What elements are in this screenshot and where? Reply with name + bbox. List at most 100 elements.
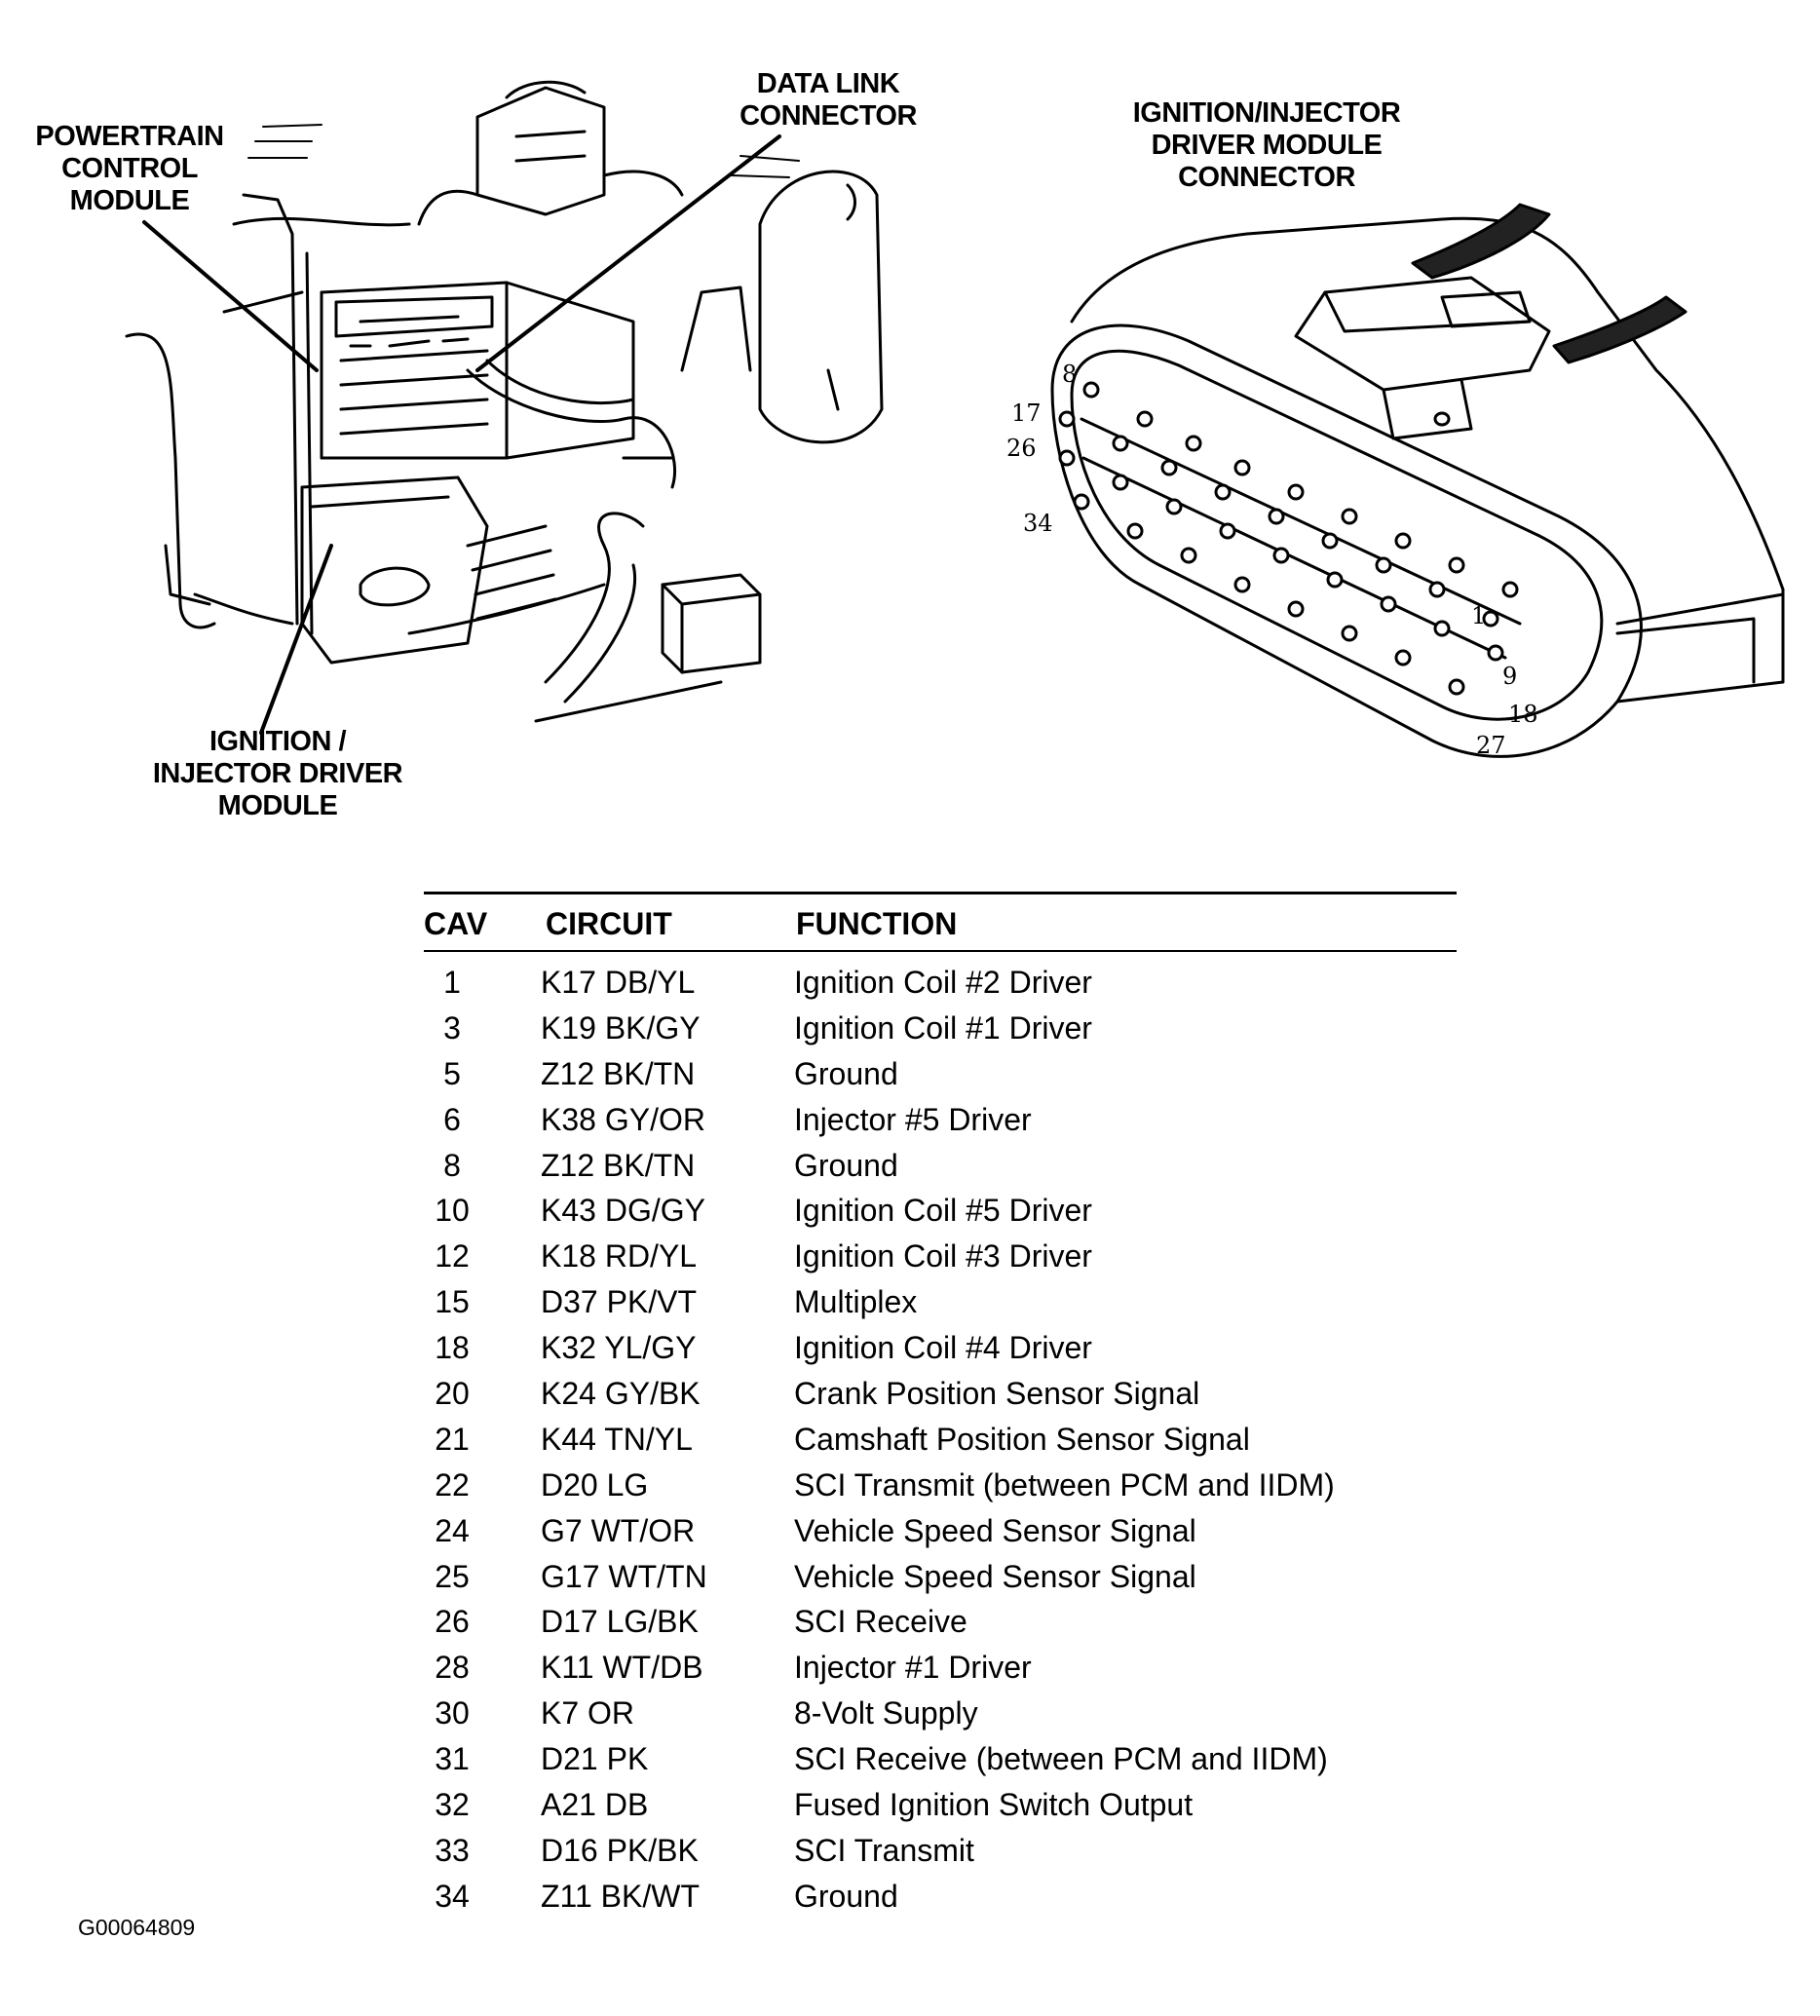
cav-cell: 8	[443, 1147, 461, 1183]
table-row: 34 Z11 BK/WT Ground	[424, 1874, 1457, 1920]
function-cell: SCI Transmit (between PCM and IIDM)	[794, 1466, 1335, 1502]
function-cell: Ground	[794, 1055, 898, 1091]
cav-cell: 30	[435, 1695, 470, 1731]
iidm-connector-drawing	[1050, 203, 1785, 758]
table-header: CAV CIRCUIT FUNCTION	[424, 906, 1457, 945]
cav-cell: 26	[435, 1604, 470, 1640]
cav-cell: 18	[435, 1330, 470, 1366]
pin-number: 27	[1476, 732, 1506, 759]
pin-number: 1	[1471, 602, 1486, 629]
circuit-cell: D21 PK	[541, 1741, 649, 1777]
table-top-rule	[424, 892, 1457, 894]
pcm-leader-line	[142, 220, 319, 372]
circuit-cell: D17 LG/BK	[541, 1604, 699, 1640]
circuit-cell: K19 BK/GY	[541, 1009, 701, 1046]
circuit-cell: Z12 BK/TN	[541, 1147, 696, 1183]
iidm-connector-label-line: IGNITION/INJECTOR	[1132, 97, 1401, 129]
function-cell: Multiplex	[794, 1284, 918, 1320]
cav-cell: 12	[435, 1238, 470, 1274]
figure-id: G00064809	[78, 1915, 196, 1940]
function-cell: Ignition Coil #4 Driver	[794, 1330, 1092, 1366]
cav-cell: 20	[435, 1376, 470, 1412]
circuit-cell: D37 PK/VT	[541, 1284, 698, 1320]
table-row: 30 K7 OR 8-Volt Supply	[424, 1691, 1457, 1736]
iidm-leader-line	[259, 544, 333, 735]
table-row: 18 K32 YL/GY Ignition Coil #4 Driver	[424, 1325, 1457, 1371]
function-cell: Ignition Coil #3 Driver	[794, 1238, 1092, 1274]
iidm-label-line: IGNITION /	[209, 726, 347, 757]
table-row: 3 K19 BK/GY Ignition Coil #1 Driver	[424, 1006, 1457, 1051]
dlc-leader-line	[475, 134, 781, 372]
pin-number: 17	[1011, 399, 1042, 427]
circuit-cell: D20 LG	[541, 1466, 649, 1502]
circuit-cell: K24 GY/BK	[541, 1376, 701, 1412]
function-cell: Ground	[794, 1147, 898, 1183]
pin-number: 18	[1508, 701, 1538, 728]
circuit-cell: K38 GY/OR	[541, 1101, 705, 1137]
circuit-cell: G7 WT/OR	[541, 1512, 696, 1548]
dlc-label-line: CONNECTOR	[739, 100, 917, 132]
pcm-label-line: POWERTRAIN	[35, 121, 224, 152]
table-row: 22 D20 LG SCI Transmit (between PCM and II…	[424, 1463, 1457, 1508]
iidm-label-line: MODULE	[217, 790, 338, 821]
function-cell: 8-Volt Supply	[794, 1695, 978, 1731]
circuit-cell: K43 DG/GY	[541, 1193, 705, 1229]
function-cell: Ignition Coil #2 Driver	[794, 965, 1092, 1000]
cav-cell: 34	[435, 1878, 470, 1914]
circuit-cell: G17 WT/TN	[541, 1558, 707, 1594]
cav-cell: 32	[435, 1787, 470, 1823]
function-cell: SCI Receive	[794, 1604, 967, 1640]
pin-number: 8	[1062, 361, 1077, 388]
table-header-rule	[424, 950, 1457, 952]
circuit-cell: Z11 BK/WT	[541, 1878, 700, 1914]
cav-cell: 22	[435, 1466, 470, 1502]
function-cell: Vehicle Speed Sensor Signal	[794, 1558, 1196, 1594]
cav-cell: 10	[435, 1193, 470, 1229]
function-cell: Camshaft Position Sensor Signal	[794, 1421, 1250, 1457]
table-row: 26 D17 LG/BK SCI Receive	[424, 1599, 1457, 1645]
pin-number: 34	[1023, 510, 1053, 537]
function-cell: Injector #5 Driver	[794, 1101, 1032, 1137]
cav-cell: 31	[435, 1741, 470, 1777]
circuit-cell: K32 YL/GY	[541, 1330, 697, 1366]
header-cav: CAV	[424, 906, 488, 941]
cav-cell: 5	[443, 1055, 461, 1091]
circuit-cell: K7 OR	[541, 1695, 635, 1731]
cav-cell: 24	[435, 1512, 470, 1548]
function-cell: Crank Position Sensor Signal	[794, 1376, 1200, 1412]
pcm-label-line: MODULE	[69, 185, 190, 216]
cav-cell: 33	[435, 1832, 470, 1868]
function-cell: Ignition Coil #5 Driver	[794, 1193, 1092, 1229]
cav-cell: 15	[435, 1284, 470, 1320]
function-cell: Fused Ignition Switch Output	[794, 1787, 1194, 1823]
function-cell: SCI Transmit	[794, 1832, 974, 1868]
circuit-cell: K11 WT/DB	[541, 1650, 703, 1686]
illustration: 8 17 26 34 1 9 18 27	[125, 80, 1785, 759]
engine-compartment-drawing	[125, 80, 884, 723]
cav-cell: 6	[443, 1101, 461, 1137]
header-function: FUNCTION	[796, 906, 958, 941]
iidm-connector-label-line: DRIVER MODULE	[1151, 130, 1383, 161]
table-row: 6 K38 GY/OR Injector #5 Driver	[424, 1097, 1457, 1143]
circuit-cell: K18 RD/YL	[541, 1238, 698, 1274]
iidm-connector-label: IGNITION/INJECTOR DRIVER MODULE CONNECTO…	[1101, 97, 1432, 194]
cav-cell: 1	[443, 965, 461, 1000]
function-cell: SCI Receive (between PCM and IIDM)	[794, 1741, 1328, 1777]
function-cell: Ground	[794, 1878, 898, 1914]
cav-cell: 28	[435, 1650, 470, 1686]
function-cell: Injector #1 Driver	[794, 1650, 1032, 1686]
function-cell: Ignition Coil #1 Driver	[794, 1009, 1092, 1046]
cav-cell: 3	[443, 1009, 461, 1046]
cav-cell: 25	[435, 1558, 470, 1594]
circuit-cell: A21 DB	[541, 1787, 649, 1823]
header-circuit: CIRCUIT	[546, 906, 672, 941]
table-row: 10 K43 DG/GY Ignition Coil #5 Driver	[424, 1188, 1457, 1234]
pcm-label: POWERTRAIN CONTROL MODULE	[27, 121, 232, 217]
table-row: 15 D37 PK/VT Multiplex	[424, 1279, 1457, 1325]
circuit-cell: K44 TN/YL	[541, 1421, 693, 1457]
table-row: 12 K18 RD/YL Ignition Coil #3 Driver	[424, 1234, 1457, 1279]
